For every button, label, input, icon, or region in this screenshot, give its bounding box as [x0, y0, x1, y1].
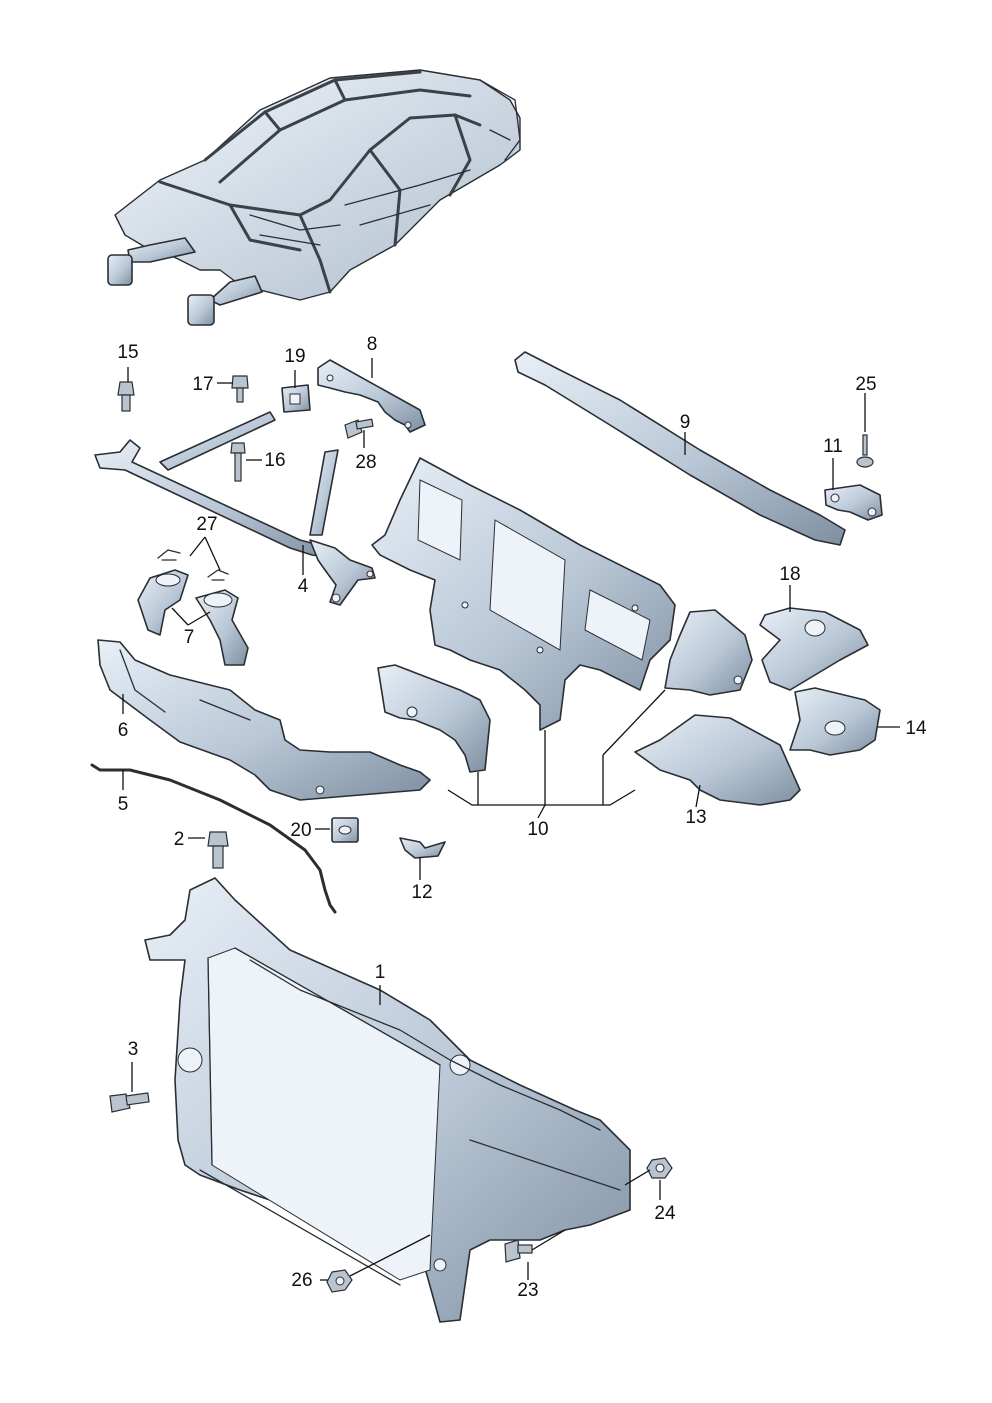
bolt-2	[207, 831, 229, 869]
nut-24	[646, 1157, 673, 1179]
bolt-15	[117, 381, 135, 412]
callout-8: 8	[367, 334, 378, 355]
nut-26	[326, 1269, 353, 1293]
bulkhead-lower-left	[377, 664, 491, 773]
callout-23: 23	[517, 1280, 538, 1301]
callout-labels: 15 17 16 19 8 28 4 9 25 11 18 14 13 10 2…	[117, 334, 927, 1301]
callout-7: 7	[184, 627, 195, 648]
bulkhead-10	[371, 457, 676, 731]
callout-13: 13	[685, 807, 706, 828]
car-body-shell	[107, 69, 521, 326]
clip-20	[331, 817, 359, 843]
callout-2: 2	[174, 829, 185, 850]
callout-28: 28	[355, 452, 376, 473]
callout-17: 17	[192, 374, 213, 395]
air-duct-right	[195, 589, 249, 666]
air-guide-6	[97, 639, 431, 801]
callout-16: 16	[264, 450, 285, 471]
callout-25: 25	[855, 374, 876, 395]
callout-9: 9	[680, 412, 691, 433]
cable-5	[90, 763, 337, 914]
bracket-11	[824, 484, 883, 521]
bracket-8	[317, 359, 426, 433]
air-duct-left	[137, 569, 189, 636]
callout-10: 10	[527, 819, 548, 840]
bulkhead-right-section	[664, 609, 753, 696]
bolt-23	[504, 1239, 533, 1263]
callout-6: 6	[118, 720, 129, 741]
bolt-17	[231, 375, 249, 403]
callout-24: 24	[654, 1203, 676, 1224]
bolt-16	[230, 442, 246, 482]
callout-11: 11	[823, 436, 843, 457]
strut-brace	[94, 411, 376, 606]
callout-12: 12	[411, 882, 432, 903]
callout-18: 18	[779, 564, 800, 585]
lock-carrier-1	[144, 877, 631, 1323]
callout-19: 19	[284, 346, 305, 367]
bolt-3	[109, 1092, 150, 1113]
panel-14	[789, 687, 881, 756]
clips-27	[157, 549, 229, 581]
callout-3: 3	[128, 1039, 139, 1060]
callout-5: 5	[118, 794, 129, 815]
callout-20: 20	[290, 820, 311, 841]
callout-27: 27	[196, 514, 217, 535]
seal-strip-9	[514, 351, 846, 546]
panel-18	[759, 607, 869, 691]
bolt-28	[344, 418, 374, 439]
leader-lines	[122, 358, 900, 1281]
callout-26: 26	[291, 1270, 312, 1291]
panel-13	[634, 714, 801, 806]
callout-1: 1	[375, 962, 386, 983]
clip-12	[399, 837, 446, 859]
callout-15: 15	[117, 342, 138, 363]
callout-14: 14	[905, 718, 927, 739]
callout-4: 4	[298, 576, 309, 597]
rivet-25	[856, 434, 874, 468]
clip-19	[281, 384, 311, 413]
